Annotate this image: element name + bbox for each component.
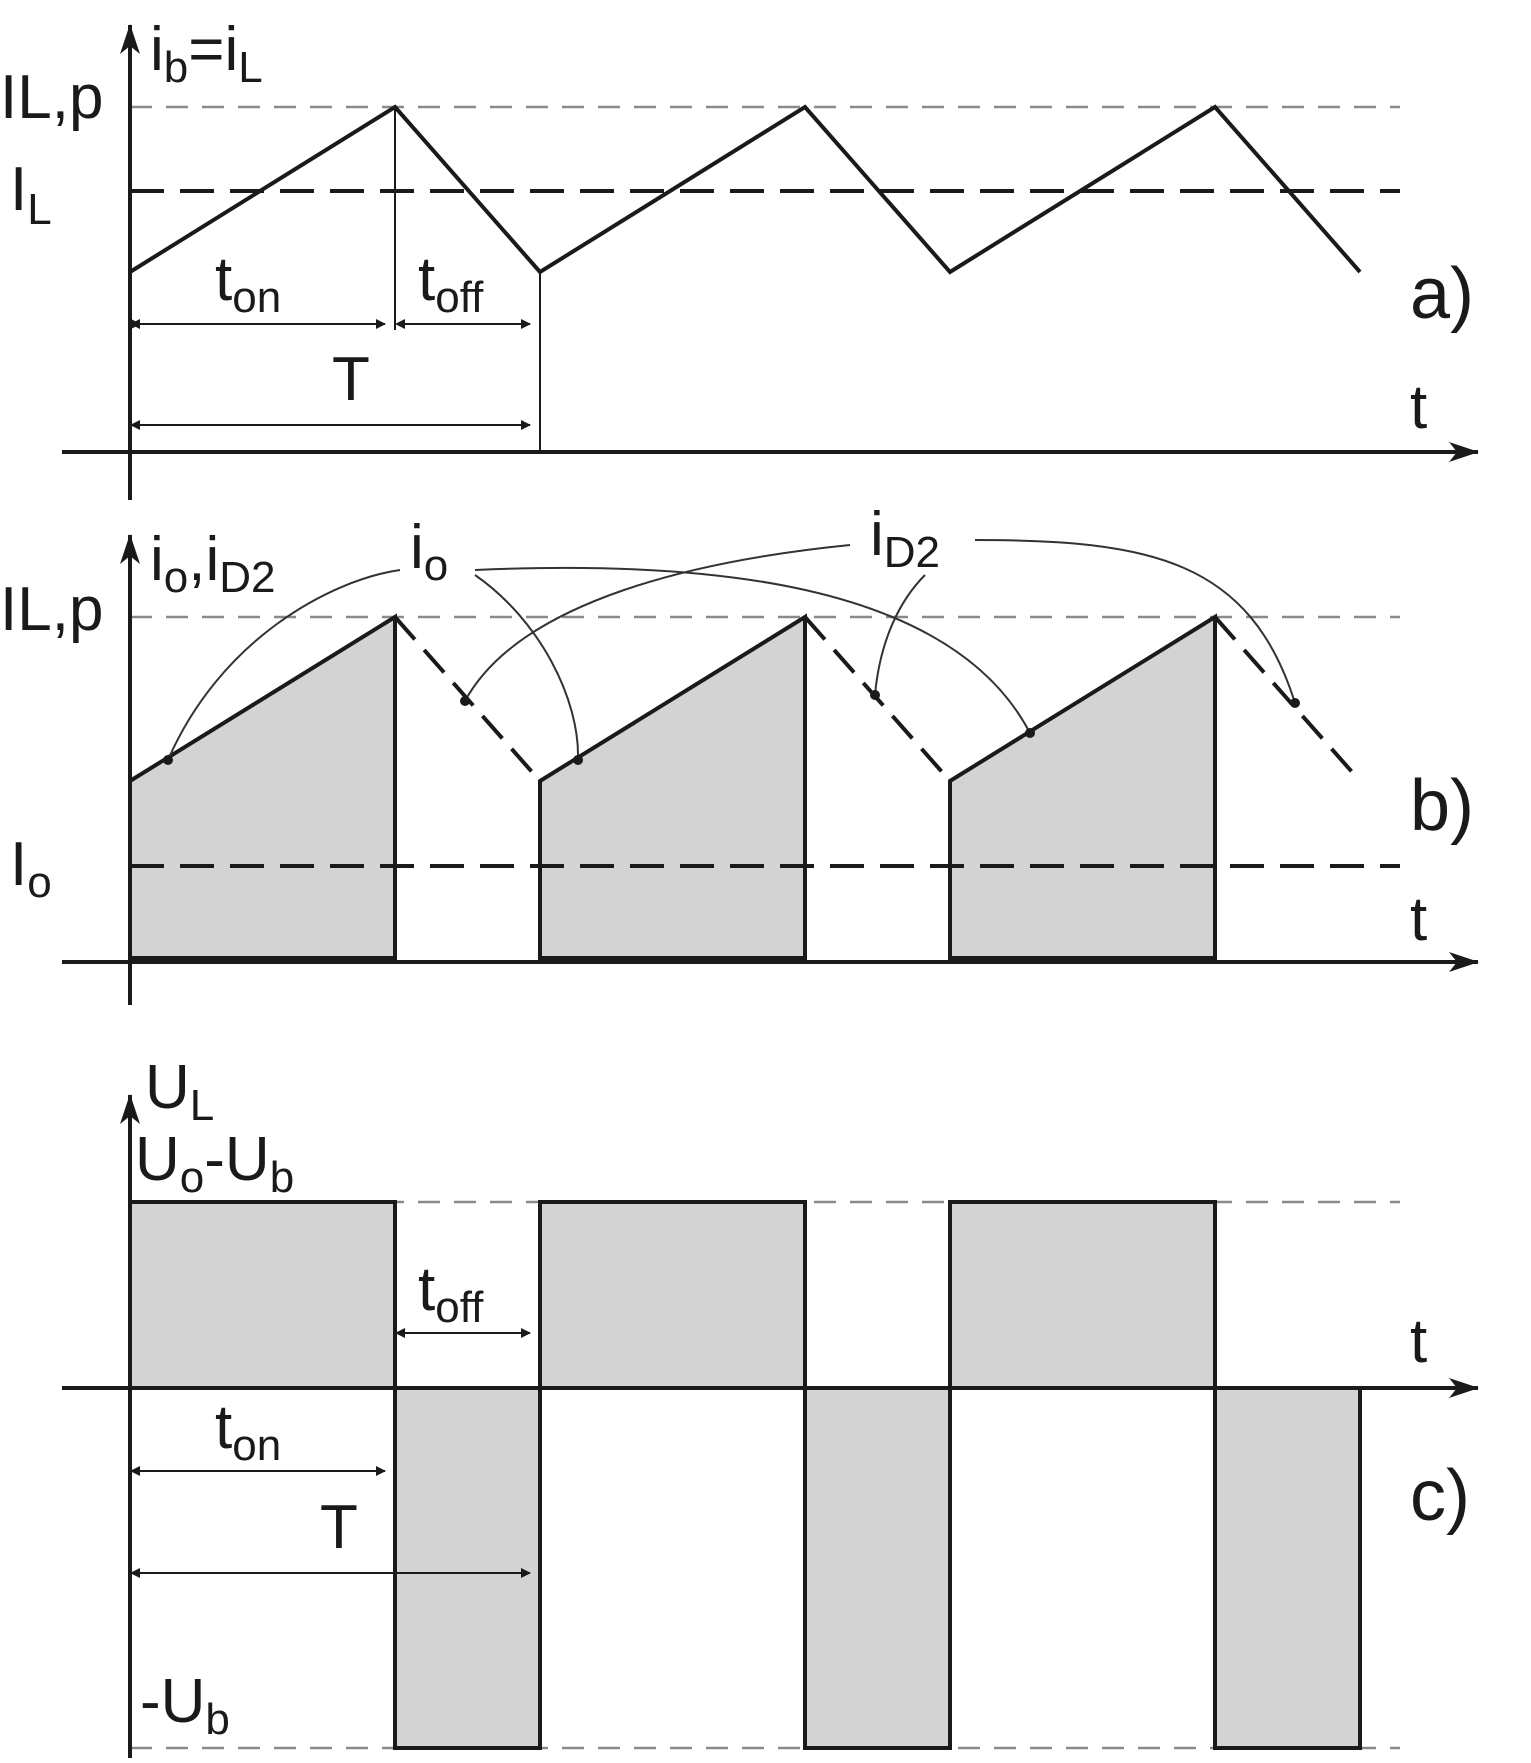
- time-axis-label-a: t: [1410, 373, 1427, 442]
- output-current-area-2: [538, 613, 807, 960]
- panel-b: io,iD2 IL,p Io io iD2 t b): [0, 500, 1479, 1005]
- panel-tag-c: c): [1410, 1456, 1470, 1536]
- positive-voltage-pulse-3: [948, 1200, 1217, 1390]
- negative-voltage-pulse-1: [393, 1386, 542, 1750]
- id2-callout-label: iD2: [870, 500, 940, 577]
- panel-tag-b: b): [1410, 766, 1474, 846]
- positive-voltage-pulse-1: [128, 1200, 397, 1390]
- average-level-label-a: IL: [10, 155, 52, 234]
- negative-voltage-pulse-3: [1213, 1386, 1362, 1750]
- io-callout-label: io: [410, 513, 448, 590]
- positive-level-label: Uo-Ub: [135, 1125, 294, 1202]
- negative-level-label: -Ub: [140, 1667, 230, 1744]
- toff-label-a: toff: [418, 245, 484, 322]
- id2-callout-2: [874, 574, 926, 696]
- y-axis-label-c: UL: [145, 1053, 214, 1130]
- ton-label-c: ton: [215, 1393, 281, 1470]
- panel-c: UL Uo-Ub toff ton T -Ub t c): [62, 1053, 1479, 1758]
- time-axis-label-b: t: [1410, 885, 1427, 954]
- diode-current-segment-3: [1213, 615, 1362, 783]
- period-label-c: T: [320, 1493, 358, 1562]
- output-current-area-1: [128, 613, 397, 960]
- peak-level-label-b: IL,p: [0, 575, 103, 644]
- toff-label-c: toff: [418, 1255, 484, 1332]
- panel-tag-a: a): [1410, 254, 1474, 334]
- io-callout-1: [167, 569, 401, 761]
- period-label-a: T: [332, 345, 370, 414]
- average-level-label-b: Io: [10, 830, 52, 907]
- y-axis-label-b: io,iD2: [150, 525, 276, 602]
- io-callout-2: [474, 574, 580, 761]
- id2-callout-1: [464, 544, 851, 702]
- time-axis-label-c: t: [1410, 1307, 1427, 1376]
- io-callout-3: [474, 566, 1031, 734]
- positive-voltage-pulse-2: [538, 1200, 807, 1390]
- negative-voltage-pulse-2: [803, 1386, 952, 1750]
- id2-callout-3: [974, 539, 1296, 704]
- peak-level-label-a: IL,p: [0, 63, 103, 132]
- ton-label-a: ton: [215, 245, 281, 322]
- output-current-area-3: [948, 613, 1217, 960]
- y-axis-label-a: ib=iL: [150, 15, 263, 92]
- panel-a: ib=iL IL,p IL ton toff T t a): [0, 15, 1479, 500]
